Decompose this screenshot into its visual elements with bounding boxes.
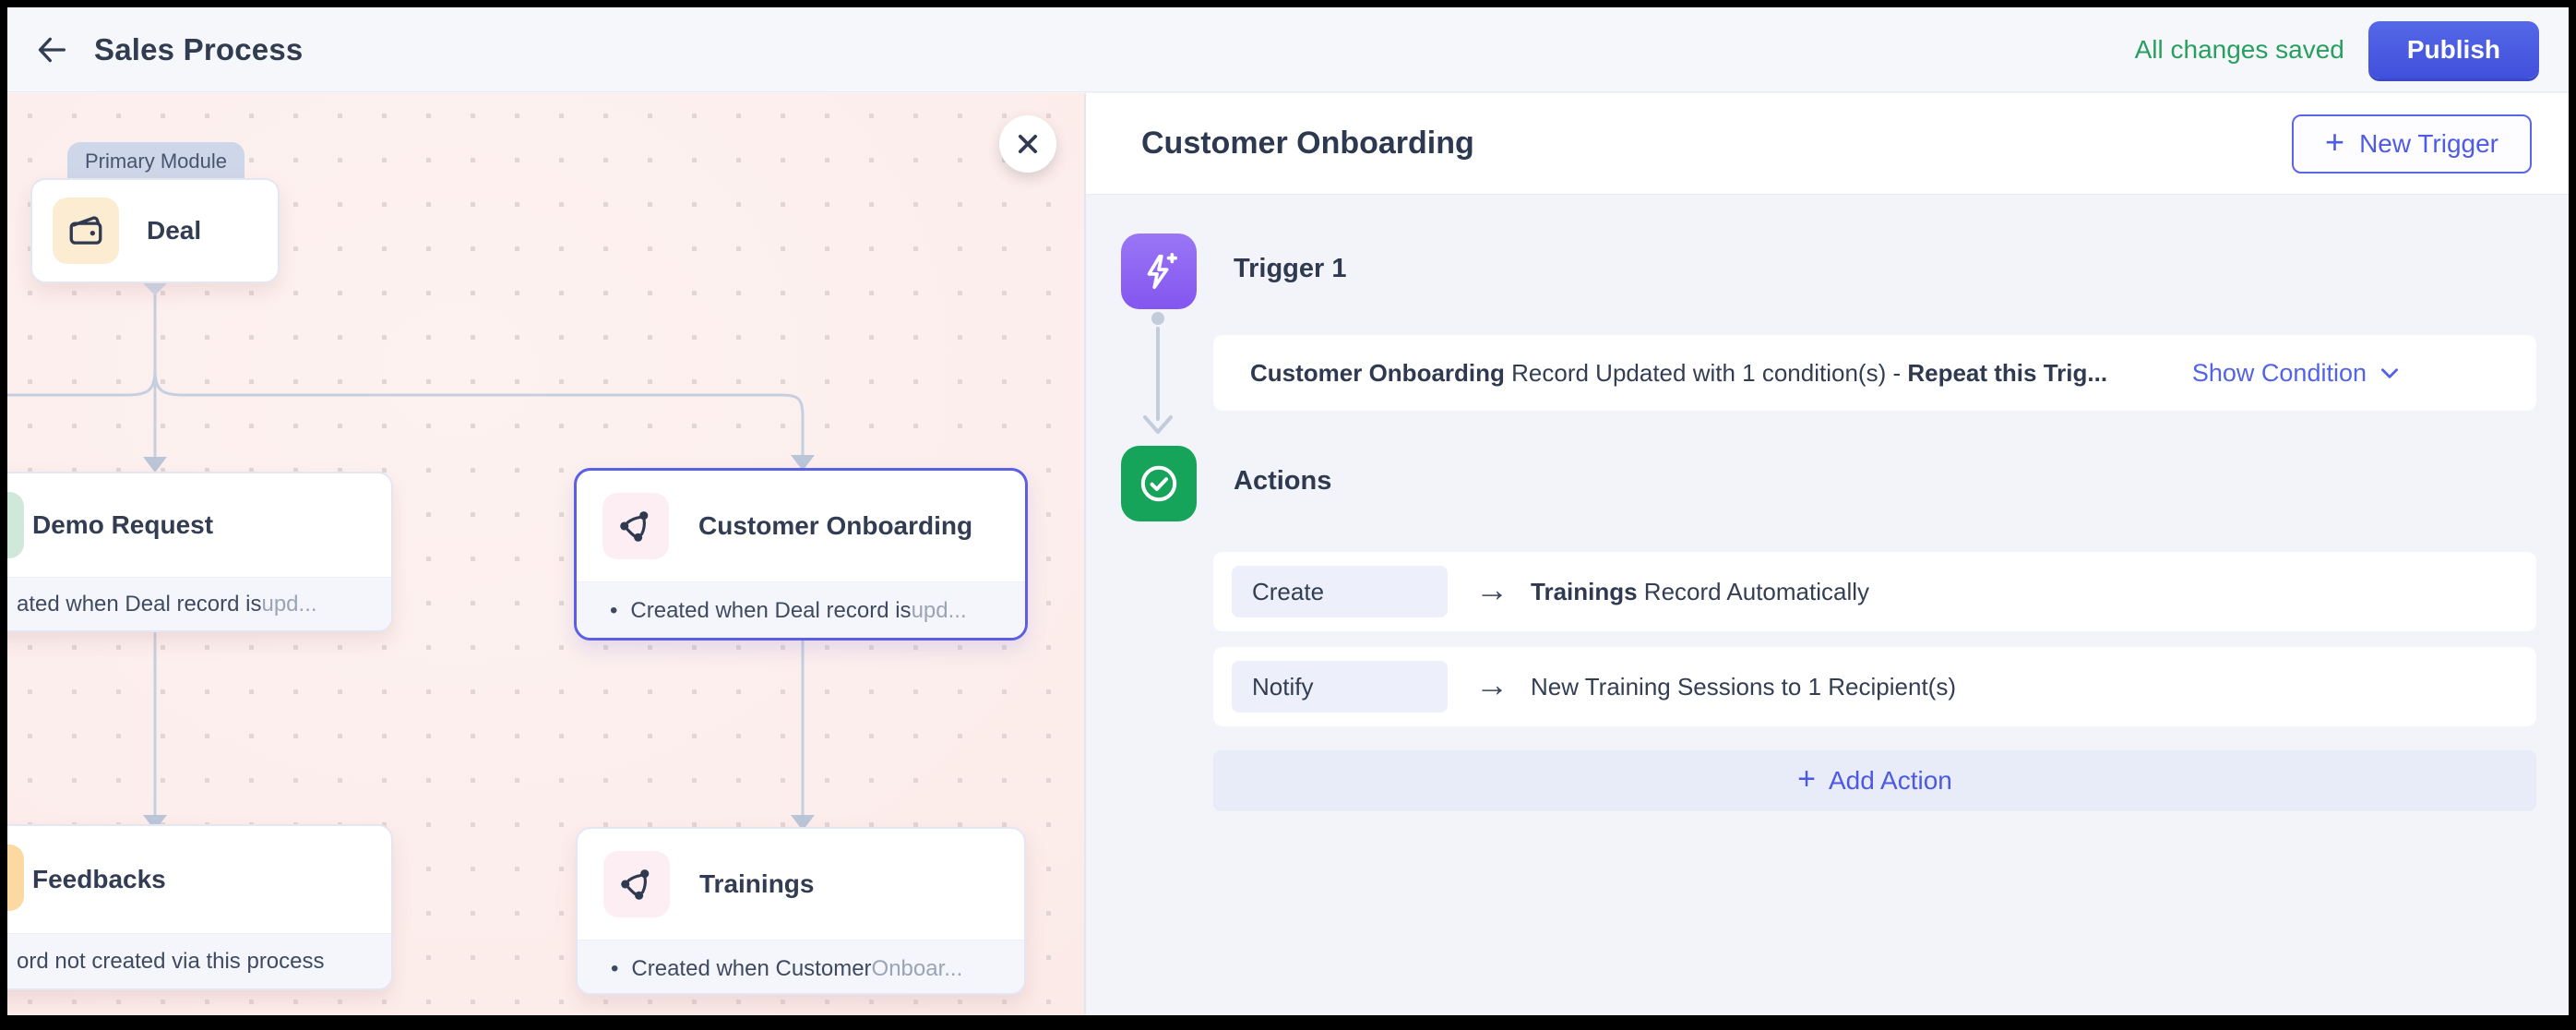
node-demo-request[interactable]: Demo Request ated when Deal record is up… — [7, 472, 393, 632]
actions-check-icon — [1121, 446, 1197, 521]
trigger-summary-text: Customer Onboarding Record Updated with … — [1250, 359, 2107, 388]
action-row-text: New Training Sessions to 1 Recipient(s) — [1531, 673, 1956, 701]
details-panel: Customer Onboarding + New Trigger Trigge… — [1084, 93, 2569, 1015]
trigger-label: Trigger 1 — [1234, 254, 1347, 283]
plus-icon: + — [1797, 761, 1816, 796]
node-description: ord not created via this process — [17, 948, 325, 974]
node-description-truncated: upd... — [261, 591, 317, 617]
workflow-icon — [603, 851, 670, 917]
node-feedbacks[interactable]: Feedbacks ord not created via this proce… — [7, 824, 393, 990]
node-description-truncated: Onboar... — [871, 955, 963, 981]
page-title: Sales Process — [94, 31, 304, 66]
trigger-repeat: Repeat this Trig... — [1907, 358, 2108, 387]
node-description-truncated: upd... — [911, 597, 967, 623]
show-condition-link[interactable]: Show Condition — [2192, 359, 2402, 388]
bullet: • — [610, 597, 618, 623]
node-title: Customer Onboarding — [698, 511, 973, 540]
trigger-summary-card[interactable]: Customer Onboarding Record Updated with … — [1213, 335, 2536, 411]
panel-header: Customer Onboarding + New Trigger — [1086, 93, 2569, 195]
panel-title: Customer Onboarding — [1141, 126, 1474, 161]
node-description: ated when Deal record is — [17, 591, 262, 617]
topbar: Sales Process All changes saved Publish — [7, 7, 2569, 92]
actions-label: Actions — [1234, 466, 1332, 496]
trigger-connector — [1143, 312, 1173, 434]
node-description: Created when Deal record is — [630, 597, 912, 623]
module-icon — [7, 492, 24, 558]
node-customer-onboarding[interactable]: Customer Onboarding • Created when Deal … — [574, 468, 1028, 641]
panel-content: Trigger 1 Customer Onboarding Record Upd… — [1086, 195, 2569, 1015]
save-status: All changes saved — [2134, 34, 2344, 64]
node-title: Deal — [147, 216, 202, 245]
trigger-module: Customer Onboarding — [1250, 358, 1505, 387]
new-trigger-button[interactable]: + New Trigger — [2292, 114, 2532, 174]
arrow-right-icon: → — [1475, 665, 1509, 703]
wallet-icon — [53, 198, 119, 264]
node-title: Feedbacks — [32, 865, 166, 893]
node-title: Trainings — [699, 869, 815, 898]
chevron-down-icon — [2381, 368, 2398, 378]
module-icon — [7, 844, 24, 911]
show-condition-label: Show Condition — [2191, 358, 2367, 387]
add-action-button[interactable]: + Add Action — [1213, 750, 2536, 811]
node-trainings[interactable]: Trainings • Created when Customer Onboar… — [576, 827, 1026, 995]
node-title: Demo Request — [32, 510, 214, 539]
publish-button[interactable]: Publish — [2367, 20, 2539, 78]
action-type-pill[interactable]: Notify — [1232, 661, 1448, 713]
topbar-right: All changes saved Publish — [2134, 20, 2569, 78]
action-detail: New Training Sessions to 1 Recipient(s) — [1531, 672, 1956, 701]
node-description: Created when Customer — [631, 955, 872, 981]
node-deal[interactable]: Deal — [30, 178, 280, 283]
bullet: • — [611, 955, 619, 981]
back-button[interactable] — [31, 30, 72, 70]
close-icon — [1018, 134, 1038, 154]
trigger-bolt-icon — [1121, 234, 1197, 309]
trigger-event: Record Updated with 1 condition(s) - — [1504, 358, 1908, 387]
action-row-create[interactable]: Create → Trainings Record Automatically — [1213, 552, 2536, 631]
arrow-right-icon: → — [1475, 570, 1509, 608]
action-row-text: Trainings Record Automatically — [1531, 578, 1869, 606]
workflow-canvas[interactable]: Primary Module Deal — [7, 93, 1084, 1015]
action-row-notify[interactable]: Notify → New Training Sessions to 1 Reci… — [1213, 647, 2536, 726]
action-type-pill[interactable]: Create — [1232, 566, 1448, 617]
workflow-icon — [602, 493, 669, 559]
action-detail: Record Automatically — [1637, 577, 1870, 605]
plus-icon: + — [2325, 123, 2345, 161]
add-action-label: Add Action — [1828, 766, 1952, 795]
action-target: Trainings — [1531, 577, 1638, 605]
app-window: Sales Process All changes saved Publish — [7, 7, 2569, 1015]
arrow-left-icon — [38, 37, 66, 62]
new-trigger-label: New Trigger — [2359, 128, 2498, 158]
close-panel-button[interactable] — [999, 115, 1056, 173]
